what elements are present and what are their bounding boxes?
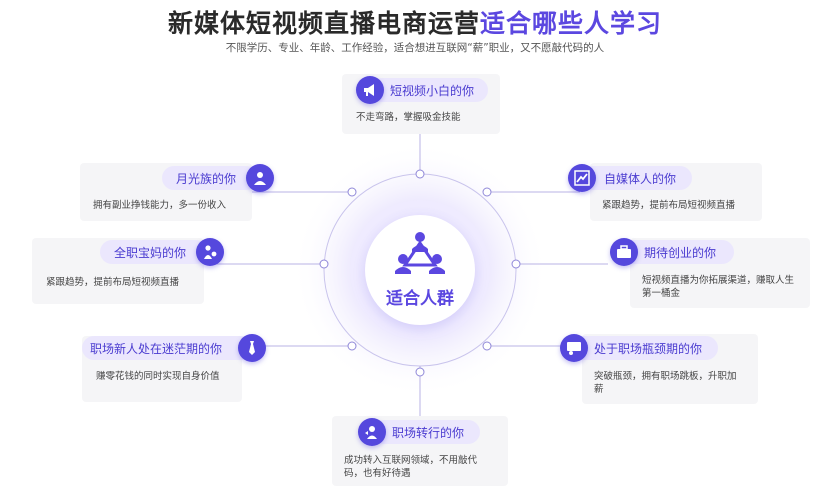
pill-media-people: 自媒体人的你 [578, 166, 692, 190]
card-desc: 不走弯路，掌握吸金技能 [356, 112, 461, 123]
card-desc: 紧跟趋势，提前布局短视频直播 [46, 277, 180, 288]
pill-label: 期待创业的你 [644, 246, 717, 260]
pill-label: 全职宝妈的你 [114, 246, 187, 260]
pill-transition: 职场转行的你 [372, 420, 480, 444]
tie-icon [238, 334, 266, 362]
pill-label: 职场新人处在迷茫期的你 [90, 342, 223, 356]
user-switch-icon [358, 418, 386, 446]
pill-bottleneck: 处于职场瓶颈期的你 [572, 336, 718, 360]
pill-label: 短视频小白的你 [390, 84, 475, 98]
megaphone-icon [356, 76, 384, 104]
pill-mom: 全职宝妈的你 [100, 240, 208, 264]
trend-chart-icon [568, 164, 596, 192]
pill-spender: 月光族的你 [162, 166, 258, 190]
card-desc: 突破瓶颈，拥有职场跳板，升职加薪 [594, 371, 737, 395]
pill-beginner: 短视频小白的你 [370, 78, 488, 102]
title-main: 新媒体短视频直播电商运营 [167, 9, 480, 38]
center-hub: 适合人群 [365, 215, 475, 325]
briefcase-icon [610, 238, 638, 266]
pill-newcomer: 职场新人处在迷茫期的你 [82, 336, 252, 360]
card-desc: 拥有副业挣钱能力，多一份收入 [93, 200, 227, 211]
presenter-icon [560, 334, 588, 362]
page-subtitle: 不限学历、专业、年龄、工作经验，适合想进互联网“薪”职业，又不愿敲代码的人 [225, 42, 605, 54]
pill-label: 处于职场瓶颈期的你 [594, 342, 703, 356]
card-desc: 短视频直播为你拓展渠道，赚取人生第一桶金 [642, 275, 795, 299]
group-network-icon [395, 232, 445, 274]
person-icon [246, 164, 274, 192]
card-desc: 紧跟趋势，提前布局短视频直播 [602, 200, 736, 211]
center-label: 适合人群 [386, 289, 454, 309]
mother-baby-icon [196, 238, 224, 266]
pill-label: 自媒体人的你 [604, 172, 677, 186]
title-accent: 适合哪些人学习 [480, 9, 663, 38]
card-desc: 成功转入互联网领域，不用敲代码，也有好待遇 [344, 455, 478, 479]
page-title: 新媒体短视频直播电商运营适合哪些人学习 [0, 4, 830, 40]
pill-label: 月光族的你 [176, 172, 237, 186]
pill-label: 职场转行的你 [392, 426, 465, 440]
card-desc: 赚零花钱的同时实现自身价值 [96, 371, 220, 382]
